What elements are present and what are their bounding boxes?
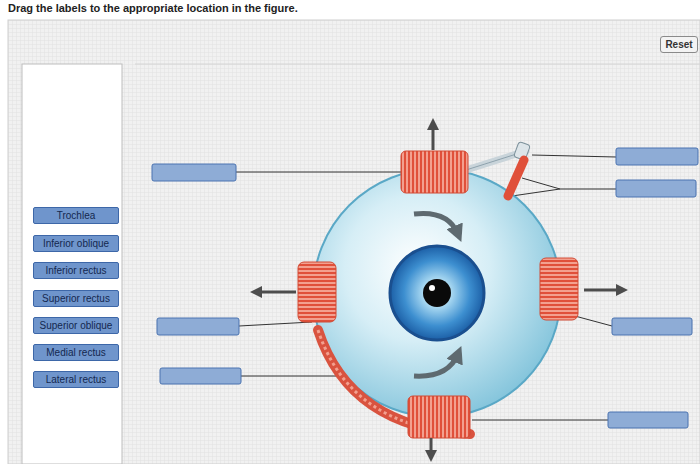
label-chip: Inferior oblique <box>33 235 119 252</box>
label-chip: Superior oblique <box>33 317 119 334</box>
leader-lines <box>236 155 616 420</box>
iris <box>390 246 484 340</box>
label-bank <box>22 64 122 464</box>
superior-rectus-muscle <box>401 151 468 193</box>
label-text: Trochlea <box>57 210 96 221</box>
label-text: Inferior rectus <box>45 265 106 276</box>
label-chip: Medial rectus <box>33 344 119 361</box>
motion-arrows <box>256 124 622 456</box>
label-text: Superior oblique <box>40 320 113 331</box>
work-area <box>8 20 700 464</box>
label-chip: Superior rectus <box>33 290 119 307</box>
label-text: Reset <box>665 39 692 50</box>
lateral-rectus-muscle <box>540 258 578 320</box>
panel-edge <box>135 64 700 65</box>
label-chip: Inferior rectus <box>33 262 119 279</box>
label-text: Inferior oblique <box>43 238 109 249</box>
pupil <box>423 279 451 307</box>
label-text: Medial rectus <box>46 347 105 358</box>
highlight <box>429 285 435 291</box>
reset-button: Reset <box>660 36 698 53</box>
label-chip: Lateral rectus <box>33 371 119 388</box>
instruction-heading: Drag the labels to the appropriate locat… <box>8 2 298 14</box>
inferior-rectus-muscle <box>408 396 470 438</box>
rotation-arrows <box>414 213 458 376</box>
label-text: Superior rectus <box>42 293 110 304</box>
superior-oblique-muscle <box>508 160 524 196</box>
label-chip: Trochlea <box>33 207 119 224</box>
medial-rectus-muscle <box>298 262 336 322</box>
drop-targets <box>152 148 698 428</box>
label-text: Lateral rectus <box>46 374 107 385</box>
